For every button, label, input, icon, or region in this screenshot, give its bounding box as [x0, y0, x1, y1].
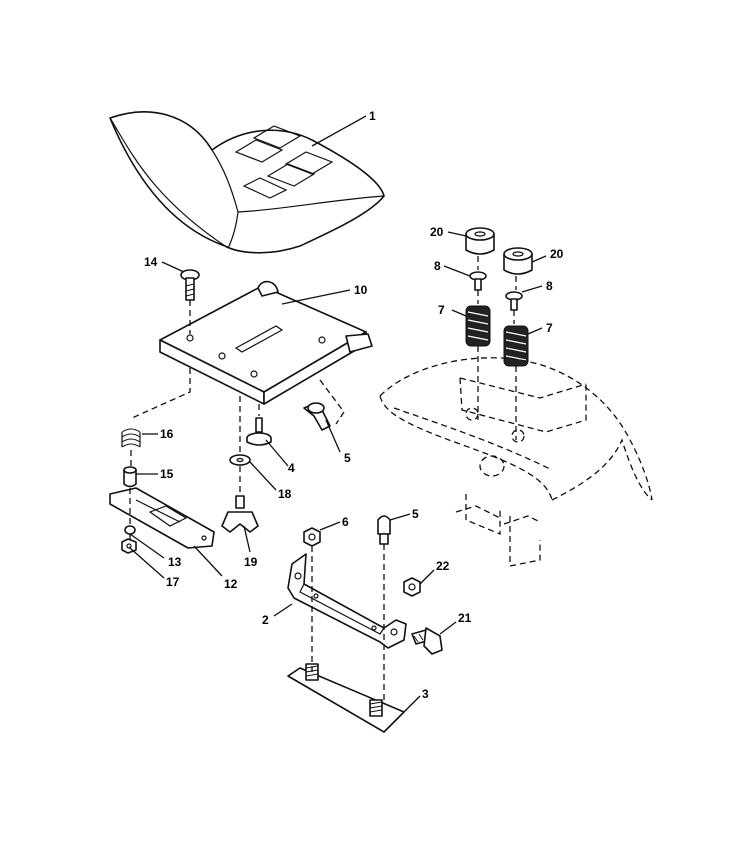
label-part-19: 19: [244, 555, 258, 569]
label-part-21: 21: [458, 611, 472, 625]
label-part-15: 15: [160, 467, 174, 481]
label-part-13: 13: [168, 555, 182, 569]
fender-frame: [379, 357, 653, 567]
bumper-20b: [503, 247, 533, 275]
seat-spring-plate: [287, 663, 405, 733]
part-labels: 1 10 14 16 15 4 18 19 5 13 17 12 6 5 2 2…: [144, 109, 564, 701]
clip-5b: [377, 515, 391, 545]
label-part-3: 3: [422, 687, 429, 701]
label-part-20-right: 20: [550, 247, 564, 261]
spring-7a: [465, 305, 491, 347]
seat: [109, 111, 385, 254]
bolt-21: [411, 627, 443, 655]
bumper-20a: [465, 227, 495, 255]
label-part-18: 18: [278, 487, 292, 501]
washer-13: [124, 525, 136, 535]
label-part-7-right: 7: [546, 321, 553, 335]
label-part-12: 12: [224, 577, 238, 591]
label-part-20-left: 20: [430, 225, 444, 239]
bolt-14: [180, 269, 200, 301]
leader-lines: [129, 115, 547, 713]
label-part-6: 6: [342, 515, 349, 529]
spacer-15: [123, 466, 137, 488]
label-part-4: 4: [288, 461, 295, 475]
label-part-8-right: 8: [546, 279, 553, 293]
label-part-16: 16: [160, 427, 174, 441]
label-part-7-left: 7: [438, 303, 445, 317]
label-part-2: 2: [262, 613, 269, 627]
seat-support: [287, 553, 407, 649]
nut-22: [403, 577, 421, 597]
screw-8b: [505, 291, 523, 311]
label-part-14: 14: [144, 255, 158, 269]
label-part-5-left: 5: [344, 451, 351, 465]
label-part-22: 22: [436, 559, 450, 573]
label-part-5-right: 5: [412, 507, 419, 521]
screw-8a: [469, 271, 487, 291]
spring-16: [121, 428, 141, 448]
label-part-8-left: 8: [434, 259, 441, 273]
washer-18: [229, 454, 251, 466]
washer-4: [246, 417, 272, 446]
label-part-10: 10: [354, 283, 368, 297]
seat-pan: [159, 280, 373, 405]
label-part-17: 17: [166, 575, 180, 589]
nut-6: [303, 527, 321, 547]
clip-5a: [303, 402, 331, 431]
assembly-lines: [129, 256, 517, 700]
label-part-1: 1: [369, 109, 376, 123]
slide-rail: [109, 487, 215, 549]
knob-19: [221, 495, 259, 533]
